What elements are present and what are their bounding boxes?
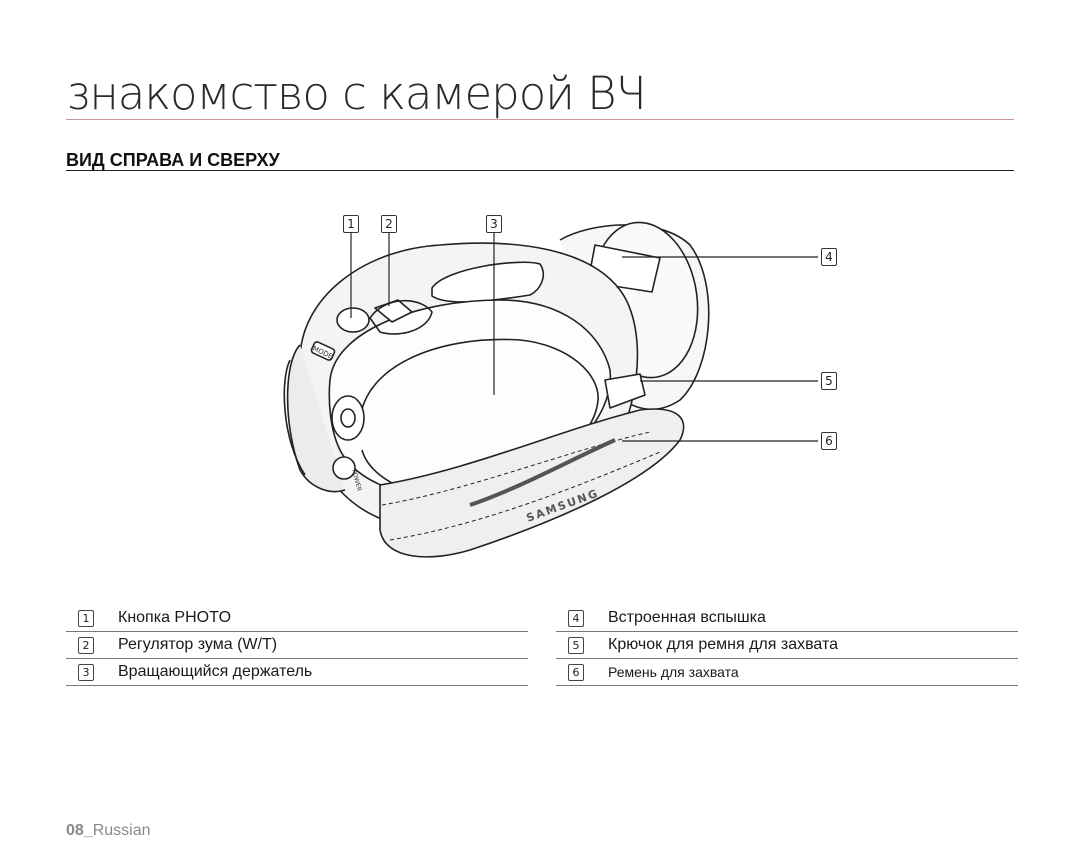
legend-text: Ремень для захвата xyxy=(608,664,739,680)
legend-number: 3 xyxy=(78,663,94,681)
callout-3: 3 xyxy=(486,215,502,233)
callout-6: 6 xyxy=(821,432,837,450)
legend-text: Регулятор зума (W/T) xyxy=(118,636,278,653)
callout-1: 1 xyxy=(343,215,359,233)
legend-text: Встроенная вспышка xyxy=(608,609,766,626)
section-rule xyxy=(66,170,1014,171)
legend-text: Кнопка PHOTO xyxy=(118,609,232,626)
title-rule xyxy=(66,119,1014,120)
footer-language: Russian xyxy=(92,822,151,839)
legend-number: 6 xyxy=(568,663,584,681)
callout-4: 4 xyxy=(821,248,837,266)
legend-number: 4 xyxy=(568,609,584,627)
section-heading: ВИД СПРАВА И СВЕРХУ xyxy=(66,150,280,170)
camcorder-illustration: SAMSUNG MODE POWER xyxy=(283,221,818,558)
legend-item: 6 Ремень для захвата xyxy=(556,659,1018,686)
legend-item: 2 Регулятор зума (W/T) xyxy=(66,632,528,659)
callout-5: 5 xyxy=(821,372,837,390)
legend-number: 1 xyxy=(78,609,94,627)
legend-left: 1 Кнопка PHOTO 2 Регулятор зума (W/T) 3 … xyxy=(66,605,528,686)
page-number: 08_ xyxy=(66,822,93,839)
legend-text: Крючок для ремня для захвата xyxy=(608,636,838,653)
callout-2: 2 xyxy=(381,215,397,233)
legend-item: 1 Кнопка PHOTO xyxy=(66,605,528,632)
legend-item: 3 Вращающийся держатель xyxy=(66,659,528,686)
page-footer: 08_Russian xyxy=(66,822,151,840)
legend-item: 4 Встроенная вспышка xyxy=(556,605,1018,632)
legend-text: Вращающийся держатель xyxy=(118,663,313,680)
legend-right: 4 Встроенная вспышка 5 Крючок для ремня … xyxy=(556,605,1018,686)
legend-number: 2 xyxy=(78,636,94,654)
legend-number: 5 xyxy=(568,636,584,654)
page-title: знакомство с камерой ВЧ xyxy=(66,67,646,120)
legend-item: 5 Крючок для ремня для захвата xyxy=(556,632,1018,659)
